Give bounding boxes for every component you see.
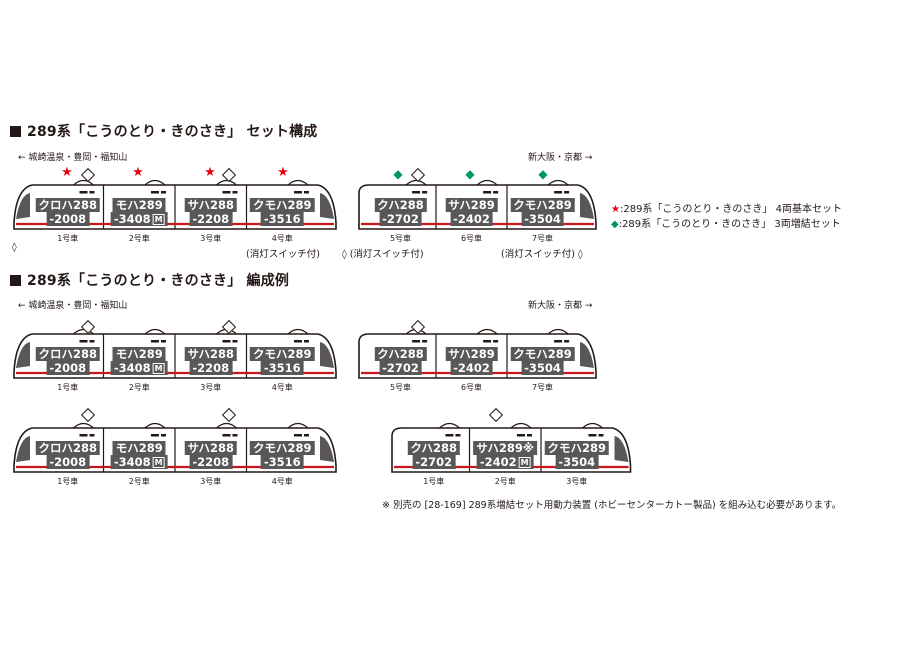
- switch-note-text: (消灯スイッチ付): [349, 249, 424, 260]
- heading-square-icon: [10, 275, 21, 286]
- car-number-tag: -3504: [521, 361, 564, 375]
- car-number-tag: -3516: [260, 361, 304, 375]
- motor-icon: M: [152, 363, 165, 374]
- car-name-tag: クモハ289: [510, 198, 575, 212]
- switch-note-set-b-left: ◊ (消灯スイッチ付): [342, 249, 424, 260]
- train-body: [13, 422, 337, 473]
- legend-gem: ◆:289系「こうのとり・きのさき」 3両増結セット: [611, 215, 841, 230]
- car-number-tag: -3504: [521, 212, 564, 226]
- car-number-label: 1号車: [57, 383, 79, 392]
- legend-star: ★:289系「こうのとり・きのさき」 4両基本セット: [611, 200, 842, 215]
- car-number-label: 4号車: [271, 383, 293, 392]
- car-number-tag: -2702: [412, 455, 456, 469]
- car-name-tag: クモハ289: [510, 347, 575, 361]
- direction-left: ← 城崎温泉・豊岡・福知山: [18, 153, 128, 163]
- light-switch-icon: ◊: [12, 242, 17, 253]
- car-number-label: 6号車: [460, 383, 483, 392]
- motor-icon: M: [152, 214, 165, 225]
- car-number-tag: -3504: [555, 455, 599, 469]
- switch-note-set-a: (消灯スイッチ付): [246, 249, 320, 260]
- car-number-tag: -2402: [450, 361, 493, 375]
- motor-icon: M: [152, 457, 165, 468]
- car-name-tag: クモハ289: [249, 198, 315, 212]
- car-number-tag: -3516: [260, 455, 304, 469]
- car-name-tag: クハ288: [407, 441, 460, 455]
- car-number-label: 5号車: [389, 234, 412, 243]
- heading-text: 289系「こうのとり・きのさき」 編成例: [27, 273, 290, 289]
- car-number-tag: -2402: [450, 212, 493, 226]
- direction-right: 新大阪・京都 →: [528, 153, 593, 163]
- car-number-tag: -2208: [189, 212, 233, 226]
- car-number-label: 3号車: [200, 234, 222, 243]
- car-name-tag: クモハ289: [249, 347, 315, 361]
- car-number-label: 4号車: [271, 477, 293, 486]
- car-number-tag: -2008: [46, 212, 90, 226]
- switch-note-set-b-right: (消灯スイッチ付) ◊: [501, 249, 583, 260]
- car-number-label: 3号車: [200, 477, 222, 486]
- diamond-icon: ◆: [538, 167, 548, 181]
- car-name-tag: クロハ288: [35, 198, 101, 212]
- car-number-label: 3号車: [200, 383, 222, 392]
- car-name-tag: サハ289: [445, 198, 498, 212]
- car-name-tag: モハ289: [112, 198, 166, 212]
- diamond-icon: ◆: [393, 167, 403, 181]
- car-number-tag: -3516: [260, 212, 304, 226]
- switch-note-text: (消灯スイッチ付): [501, 249, 575, 260]
- car-number-tag: -2208: [189, 361, 233, 375]
- car-name-tag: モハ289: [112, 441, 166, 455]
- car-number-label: 7号車: [531, 383, 554, 392]
- car-name-tag: クロハ288: [35, 441, 101, 455]
- car-name-tag: サハ288: [184, 347, 238, 361]
- motor-icon: M: [518, 457, 531, 468]
- car-number-tag: -2702: [379, 361, 422, 375]
- heading-text: 289系「こうのとり・きのさき」 セット構成: [27, 124, 318, 140]
- car-number-label: 7号車: [531, 234, 554, 243]
- car-name-tag: クハ288: [374, 198, 427, 212]
- car-name-tag: クハ288: [374, 347, 427, 361]
- heading-square-icon: [10, 126, 21, 137]
- section-heading-set-composition: 289系「こうのとり・きのさき」 セット構成: [10, 121, 318, 141]
- car-name-tag: サハ288: [184, 441, 238, 455]
- star-icon: ★: [204, 165, 216, 180]
- direction-right: 新大阪・京都 →: [528, 301, 593, 311]
- diamond-icon: ◆: [611, 219, 619, 230]
- car-number-label: 2号車: [494, 477, 516, 486]
- car-number-label: 1号車: [57, 234, 79, 243]
- car-number-label: 1号車: [57, 477, 79, 486]
- direction-left: ← 城崎温泉・豊岡・福知山: [18, 301, 128, 311]
- legend-star-text: :289系「こうのとり・きのさき」 4両基本セット: [619, 204, 842, 215]
- car-number-label: 4号車: [271, 234, 293, 243]
- car-number-label: 6号車: [460, 234, 483, 243]
- star-icon: ★: [132, 165, 144, 180]
- car-name-tag: クモハ289: [544, 441, 610, 455]
- diamond-icon: ◆: [465, 167, 475, 181]
- car-name-tag: サハ288: [184, 198, 238, 212]
- car-number-label: 2号車: [128, 234, 150, 243]
- car-number-tag: -2008: [46, 361, 90, 375]
- car-number-tag: -2008: [46, 455, 90, 469]
- car-number-label: 1号車: [423, 477, 445, 486]
- car-number-label: 2号車: [128, 477, 150, 486]
- car-number-label: 5号車: [389, 383, 412, 392]
- car-number-tag: -2702: [379, 212, 422, 226]
- star-icon: ★: [611, 204, 620, 215]
- legend-gem-text: :289系「こうのとり・きのさき」 3両増結セット: [618, 219, 841, 230]
- car-number-label: 2号車: [128, 383, 150, 392]
- car-name-tag: サハ289: [445, 347, 498, 361]
- star-icon: ★: [277, 165, 289, 180]
- section-heading-formation-example: 289系「こうのとり・きのさき」 編成例: [10, 270, 289, 290]
- footnote: ※ 別売の [28-169] 289系増結セット用動力装置 (ホビーセンターカト…: [382, 500, 842, 511]
- car-name-tag: モハ289: [112, 347, 166, 361]
- car-name-tag: クロハ288: [35, 347, 101, 361]
- star-icon: ★: [61, 165, 73, 180]
- car-number-tag: -2208: [189, 455, 233, 469]
- car-number-label: 3号車: [566, 477, 588, 486]
- car-name-tag: クモハ289: [249, 441, 315, 455]
- car-name-tag: サハ289※: [473, 441, 538, 455]
